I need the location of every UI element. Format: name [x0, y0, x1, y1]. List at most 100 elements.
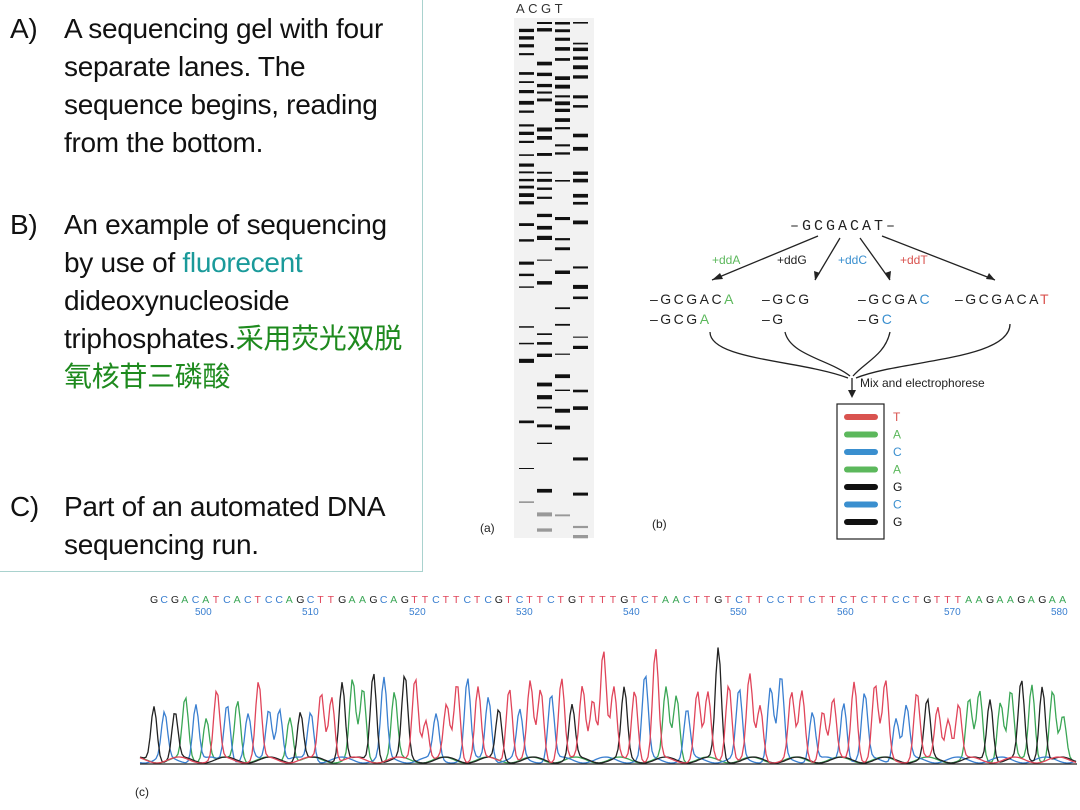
gel-band	[537, 22, 552, 24]
gel-band	[573, 171, 588, 175]
gel-band	[555, 76, 570, 80]
gel-band	[573, 284, 588, 289]
base-call-letter: T	[955, 594, 962, 606]
gel-band	[537, 187, 552, 190]
gel-band	[537, 512, 552, 517]
item-b-chinese: 采用荧光双脱氧核苷三磷酸	[64, 322, 402, 393]
base-call-letter: C	[808, 594, 816, 606]
position-label: 570	[944, 607, 961, 618]
gel-band	[555, 152, 570, 155]
base-call-letter: T	[850, 594, 857, 606]
template-strand: –GCGACAT–	[790, 218, 898, 235]
gel-band	[519, 286, 534, 288]
panel-a-caption: (a)	[480, 521, 495, 535]
base-call-letter: C	[767, 594, 775, 606]
gel-band	[555, 408, 570, 413]
base-call-letter: C	[516, 594, 524, 606]
gel-band	[519, 28, 534, 33]
base-call-letter: T	[317, 594, 324, 606]
base-call-letter: A	[181, 594, 188, 606]
gel-band	[519, 201, 534, 205]
gel-band	[537, 528, 552, 532]
panel-c-caption: (c)	[135, 785, 149, 799]
base-call-letter: G	[495, 594, 503, 606]
gel-band	[537, 28, 552, 32]
result-band	[844, 449, 878, 455]
result-band	[844, 414, 878, 420]
gel-band	[519, 124, 534, 127]
reaction-products: –GCGACA –GCGA –GCG –G –GCGAC –GC –GCGACA…	[650, 291, 1049, 327]
gel-band	[537, 488, 552, 493]
base-call-letter: G	[150, 594, 158, 606]
base-call-letter: C	[840, 594, 848, 606]
base-call-letter: C	[902, 594, 910, 606]
gel-band	[573, 193, 588, 198]
gel-band	[555, 217, 570, 221]
base-call-letter: A	[673, 594, 680, 606]
gel-band	[537, 442, 552, 444]
gel-band	[519, 131, 534, 135]
base-call-letter: C	[892, 594, 900, 606]
result-band	[844, 501, 878, 508]
gel-band	[537, 153, 552, 156]
gel-band	[537, 406, 552, 409]
gel-band	[573, 220, 588, 225]
gel-band	[519, 81, 534, 83]
gel-band	[573, 42, 588, 45]
gel-band	[519, 178, 534, 182]
trace-curves	[139, 647, 1077, 764]
base-call-letter: T	[631, 594, 638, 606]
gel-band	[555, 374, 570, 379]
position-label: 530	[516, 607, 533, 618]
gel-band	[573, 389, 588, 393]
gel-band	[555, 389, 570, 391]
base-call-letter: C	[683, 594, 691, 606]
gel-band	[519, 100, 534, 105]
result-band-letter: T	[893, 410, 901, 424]
gel-band	[573, 65, 588, 70]
result-band-letter: C	[893, 445, 902, 459]
base-call-letter: G	[1038, 594, 1046, 606]
item-a-label: A)	[10, 13, 38, 44]
base-call-letter: C	[547, 594, 555, 606]
gel-band	[555, 514, 570, 517]
base-call-letter: T	[578, 594, 585, 606]
base-call-letter: C	[777, 594, 785, 606]
gel-band	[519, 261, 534, 265]
base-call-letter: T	[599, 594, 606, 606]
gel-band	[537, 178, 552, 182]
reagent-ddg: +ddG	[777, 253, 807, 267]
gel-band	[555, 323, 570, 326]
gel-band	[537, 259, 552, 261]
base-call-letter: C	[307, 594, 315, 606]
gel-band	[537, 382, 552, 387]
position-label: 520	[409, 607, 426, 618]
base-call-letter: A	[1059, 594, 1066, 606]
product-c-line-1: –GCGAC	[858, 291, 932, 307]
base-call-letter: T	[537, 594, 544, 606]
base-call-letter: T	[443, 594, 450, 606]
base-call-letter: A	[359, 594, 366, 606]
product-a-line-2: –GCGA	[650, 311, 712, 327]
base-call-letter: T	[944, 594, 951, 606]
position-label: 560	[837, 607, 854, 618]
gel-band	[555, 180, 570, 182]
base-call-letter: T	[829, 594, 836, 606]
base-call-letter: G	[986, 594, 994, 606]
base-call-letter: T	[422, 594, 429, 606]
gel-band	[555, 144, 570, 147]
base-call-letter: T	[725, 594, 732, 606]
gel-bands	[519, 22, 588, 539]
base-call-letter: A	[390, 594, 397, 606]
item-b-text: An example of sequencing by use of fluor…	[64, 206, 419, 396]
gel-band	[537, 281, 552, 285]
base-call-letter: T	[411, 594, 418, 606]
gel-band	[573, 345, 588, 349]
gel-band	[555, 29, 570, 33]
gel-band	[537, 91, 552, 94]
base-call-letter: G	[401, 594, 409, 606]
base-call-letter: A	[202, 594, 209, 606]
result-band-letter: G	[893, 515, 902, 529]
